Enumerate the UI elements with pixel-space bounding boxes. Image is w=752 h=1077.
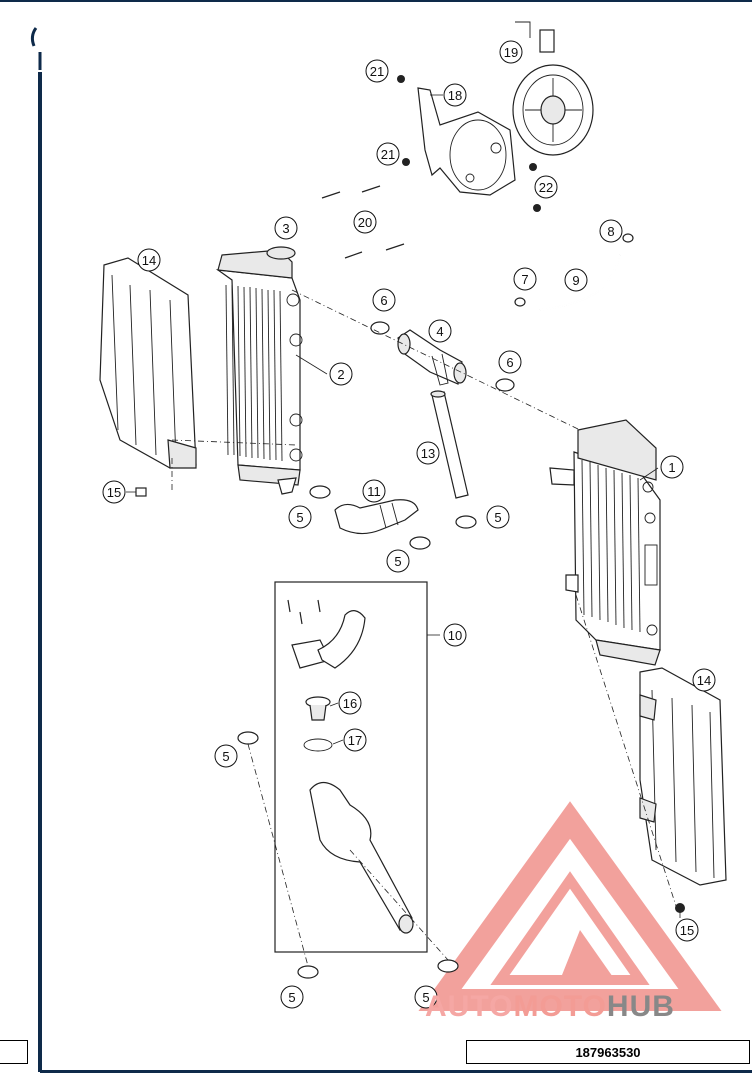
watermark-logo-triangle [418, 801, 722, 1011]
svg-text:20: 20 [358, 215, 372, 230]
svg-text:5: 5 [494, 510, 501, 525]
radiator-right [549, 419, 661, 666]
reference-number: 187963530 [575, 1044, 641, 1060]
callout-15: 15 [102, 480, 126, 504]
svg-text:6: 6 [380, 293, 387, 308]
svg-text:5: 5 [422, 990, 429, 1005]
thermostat-kit-box [274, 581, 428, 953]
callout-11: 11 [362, 479, 386, 503]
hose-clamps [237, 233, 634, 979]
svg-text:15: 15 [680, 923, 694, 938]
thermostat-housing-upper [287, 599, 366, 669]
top-border [0, 0, 752, 2]
svg-text:5: 5 [288, 990, 295, 1005]
svg-text:21: 21 [381, 147, 395, 162]
screw-set [321, 75, 541, 259]
svg-text:5: 5 [296, 510, 303, 525]
callout-10: 10 [443, 623, 467, 647]
cooling-fan [512, 21, 594, 156]
svg-text:7: 7 [521, 272, 528, 287]
svg-text:1: 1 [668, 460, 675, 475]
callout-9: 9 [564, 268, 588, 292]
svg-text:3: 3 [282, 221, 289, 236]
callout-leaders [295, 94, 659, 481]
radiator-left [215, 249, 303, 495]
callout-21: 21 [376, 142, 400, 166]
svg-text:13: 13 [421, 446, 435, 461]
fan-bracket [417, 87, 516, 196]
bottom-border [40, 1070, 752, 1073]
callout-8: 8 [599, 219, 623, 243]
radiator-shroud-right [639, 667, 727, 886]
svg-text:22: 22 [539, 180, 553, 195]
callout-markers: 1 2 3 4 5 5 5 5 5 5 6 6 7 8 9 10 11 13 1… [102, 40, 716, 1009]
svg-text:16: 16 [343, 696, 357, 711]
svg-text:18: 18 [448, 88, 462, 103]
svg-text:21: 21 [370, 64, 384, 79]
coolant-hose [334, 499, 419, 535]
callout-15: 15 [675, 918, 699, 942]
callout-6: 6 [498, 350, 522, 374]
callout-2: 2 [329, 362, 353, 386]
callout-17: 17 [343, 728, 367, 752]
svg-text:8: 8 [607, 224, 614, 239]
svg-text:15: 15 [107, 485, 121, 500]
svg-text:14: 14 [142, 253, 156, 268]
svg-text:4: 4 [436, 324, 443, 339]
radiator-shroud-left [99, 257, 197, 469]
callout-18: 18 [443, 83, 467, 107]
left-border [38, 72, 42, 1072]
callout-1: 1 [660, 455, 684, 479]
watermark-text: AUTOMOTOHUB [425, 990, 675, 1023]
callout-16: 16 [338, 691, 362, 715]
coolant-pipe [430, 390, 469, 499]
callout-5: 5 [486, 505, 510, 529]
callout-5: 5 [386, 549, 410, 573]
callout-14: 14 [692, 668, 716, 692]
callout-20: 20 [353, 210, 377, 234]
svg-text:6: 6 [506, 355, 513, 370]
corner-bracket-mark [30, 27, 38, 47]
callout-21: 21 [365, 59, 389, 83]
svg-text:11: 11 [367, 484, 381, 499]
callout-5: 5 [414, 985, 438, 1009]
radiator-cap [266, 246, 296, 260]
callout-22: 22 [534, 175, 558, 199]
svg-text:14: 14 [697, 673, 711, 688]
svg-text:17: 17 [348, 733, 362, 748]
callout-5: 5 [214, 744, 238, 768]
y-hose-connector [397, 329, 467, 386]
thermostat [305, 696, 331, 721]
callout-19: 19 [499, 40, 523, 64]
svg-text:10: 10 [448, 628, 462, 643]
svg-text:5: 5 [222, 749, 229, 764]
corner-box [0, 1040, 28, 1064]
fastener-bolt [135, 487, 685, 913]
thermostat-housing-lower [309, 781, 414, 934]
o-ring [303, 738, 333, 752]
svg-text:2: 2 [337, 367, 344, 382]
callout-4: 4 [428, 319, 452, 343]
assembly-axis-lines [171, 289, 677, 967]
callout-7: 7 [513, 267, 537, 291]
svg-text:5: 5 [394, 554, 401, 569]
callout-5: 5 [288, 505, 312, 529]
callout-14: 14 [137, 248, 161, 272]
callout-6: 6 [372, 288, 396, 312]
reference-number-box: 187963530 [466, 1040, 750, 1064]
svg-text:9: 9 [572, 273, 579, 288]
svg-text:19: 19 [504, 45, 518, 60]
callout-5: 5 [280, 985, 304, 1009]
callout-3: 3 [274, 216, 298, 240]
callout-13: 13 [416, 441, 440, 465]
